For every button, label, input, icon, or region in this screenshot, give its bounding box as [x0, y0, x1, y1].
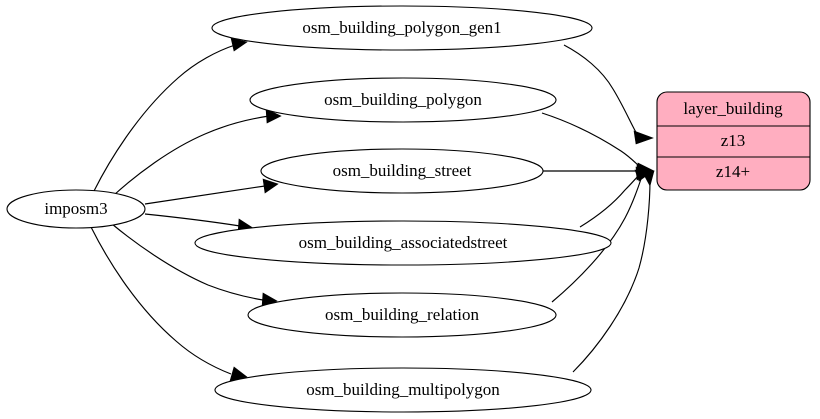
edge-imposm3-to-osm_building_polygon_gen1: [93, 37, 248, 192]
node-osm-building-polygon-gen1-shape[interactable]: [211, 5, 593, 51]
node-osm-building-polygon-gen1[interactable]: osm_building_polygon_gen1: [211, 5, 593, 51]
node-osm-building-polygon-gen1-label: osm_building_polygon_gen1: [302, 18, 501, 37]
edge-osm_building_polygon_gen1-to-layer_building: [563, 44, 654, 145]
edge-imposm3-to-osm_building_street: [144, 178, 279, 205]
node-osm-building-multipolygon-shape[interactable]: [214, 367, 592, 413]
node-osm-building-street-shape[interactable]: [260, 148, 544, 194]
node-osm-building-associatedstreet-shape[interactable]: [194, 220, 612, 266]
node-osm-building-street-label: osm_building_street: [333, 161, 472, 180]
edge-osm_building_multipolygon-to-layer_building: [572, 170, 655, 373]
node-osm-building-polygon-label: osm_building_polygon: [324, 90, 482, 109]
node-imposm3-label: imposm3: [44, 199, 107, 218]
node-osm-building-relation-label: osm_building_relation: [325, 305, 479, 324]
layer-building-title: layer_building: [683, 99, 783, 118]
layer-building-row-z13[interactable]: z13: [721, 131, 746, 150]
node-osm-building-relation-shape[interactable]: [247, 292, 557, 338]
edge-group-tables-to-layer: [541, 44, 655, 373]
layer-building-row-z14plus[interactable]: z14+: [716, 162, 750, 181]
edge-imposm3-to-osm_building_polygon: [113, 108, 282, 196]
node-osm-building-relation[interactable]: osm_building_relation: [247, 292, 557, 338]
node-imposm3[interactable]: imposm3: [6, 189, 146, 229]
node-osm-building-polygon-shape[interactable]: [249, 77, 557, 123]
node-osm-building-street[interactable]: osm_building_street: [260, 148, 544, 194]
node-layer-building-box[interactable]: [656, 91, 811, 191]
node-osm-building-polygon[interactable]: osm_building_polygon: [249, 77, 557, 123]
node-osm-building-associatedstreet[interactable]: osm_building_associatedstreet: [194, 220, 612, 266]
node-osm-building-associatedstreet-label: osm_building_associatedstreet: [299, 233, 508, 252]
node-layer-building[interactable]: layer_building z13 z14+: [656, 91, 811, 191]
node-osm-building-multipolygon-label: osm_building_multipolygon: [306, 380, 500, 399]
node-osm-building-multipolygon[interactable]: osm_building_multipolygon: [214, 367, 592, 413]
node-imposm3-shape[interactable]: [6, 189, 146, 229]
